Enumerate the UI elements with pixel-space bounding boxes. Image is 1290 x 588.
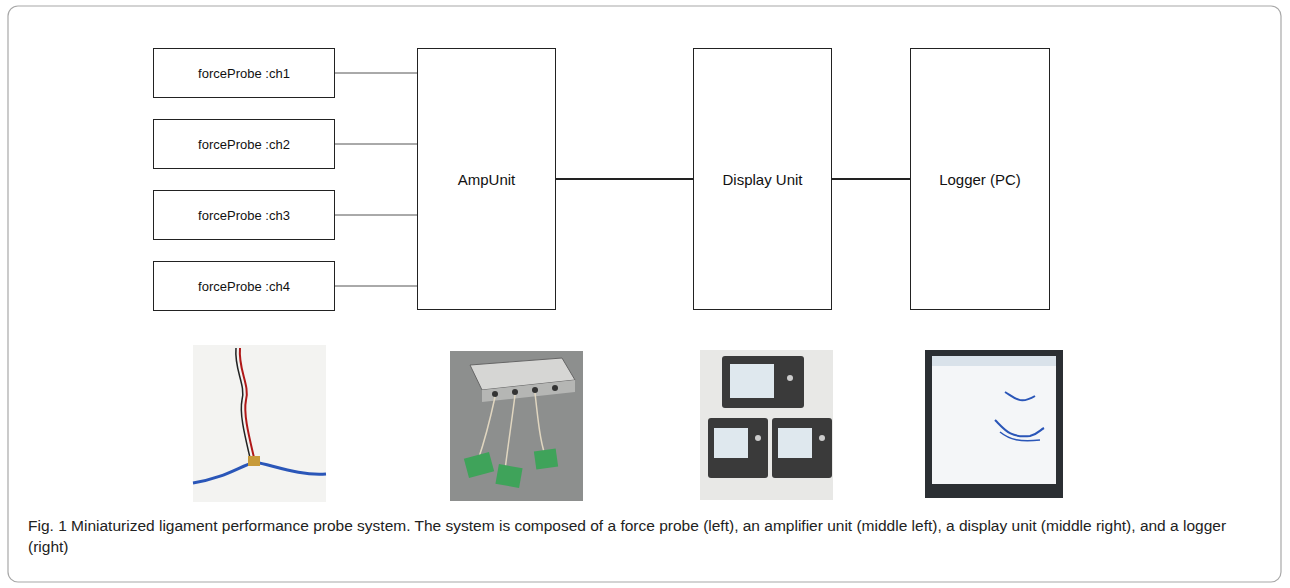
figure-caption: Fig. 1 Miniaturized ligament performance…	[28, 515, 1264, 557]
box-label: forceProbe :ch1	[198, 66, 290, 81]
box-label: Logger (PC)	[939, 171, 1021, 188]
connector-line	[335, 144, 417, 145]
connector-line	[335, 73, 417, 74]
process-box: Display Unit	[693, 48, 832, 310]
display-photo	[700, 350, 833, 500]
process-box: AmpUnit	[417, 48, 556, 310]
probe-photo	[193, 345, 326, 502]
logger-photo	[925, 350, 1063, 498]
connector-line	[335, 286, 417, 287]
box-label: forceProbe :ch2	[198, 137, 290, 152]
box-label: Display Unit	[722, 171, 802, 188]
connector-line	[335, 215, 417, 216]
process-box: forceProbe :ch2	[153, 119, 335, 169]
process-box: Logger (PC)	[910, 48, 1050, 310]
amplifier-photo	[450, 351, 583, 501]
process-box: forceProbe :ch3	[153, 190, 335, 240]
box-label: forceProbe :ch3	[198, 208, 290, 223]
process-box: forceProbe :ch1	[153, 48, 335, 98]
connector-line	[556, 178, 693, 180]
box-label: forceProbe :ch4	[198, 279, 290, 294]
process-box: forceProbe :ch4	[153, 261, 335, 311]
figure-frame	[8, 6, 1281, 582]
connector-line	[832, 178, 910, 180]
box-label: AmpUnit	[458, 171, 516, 188]
